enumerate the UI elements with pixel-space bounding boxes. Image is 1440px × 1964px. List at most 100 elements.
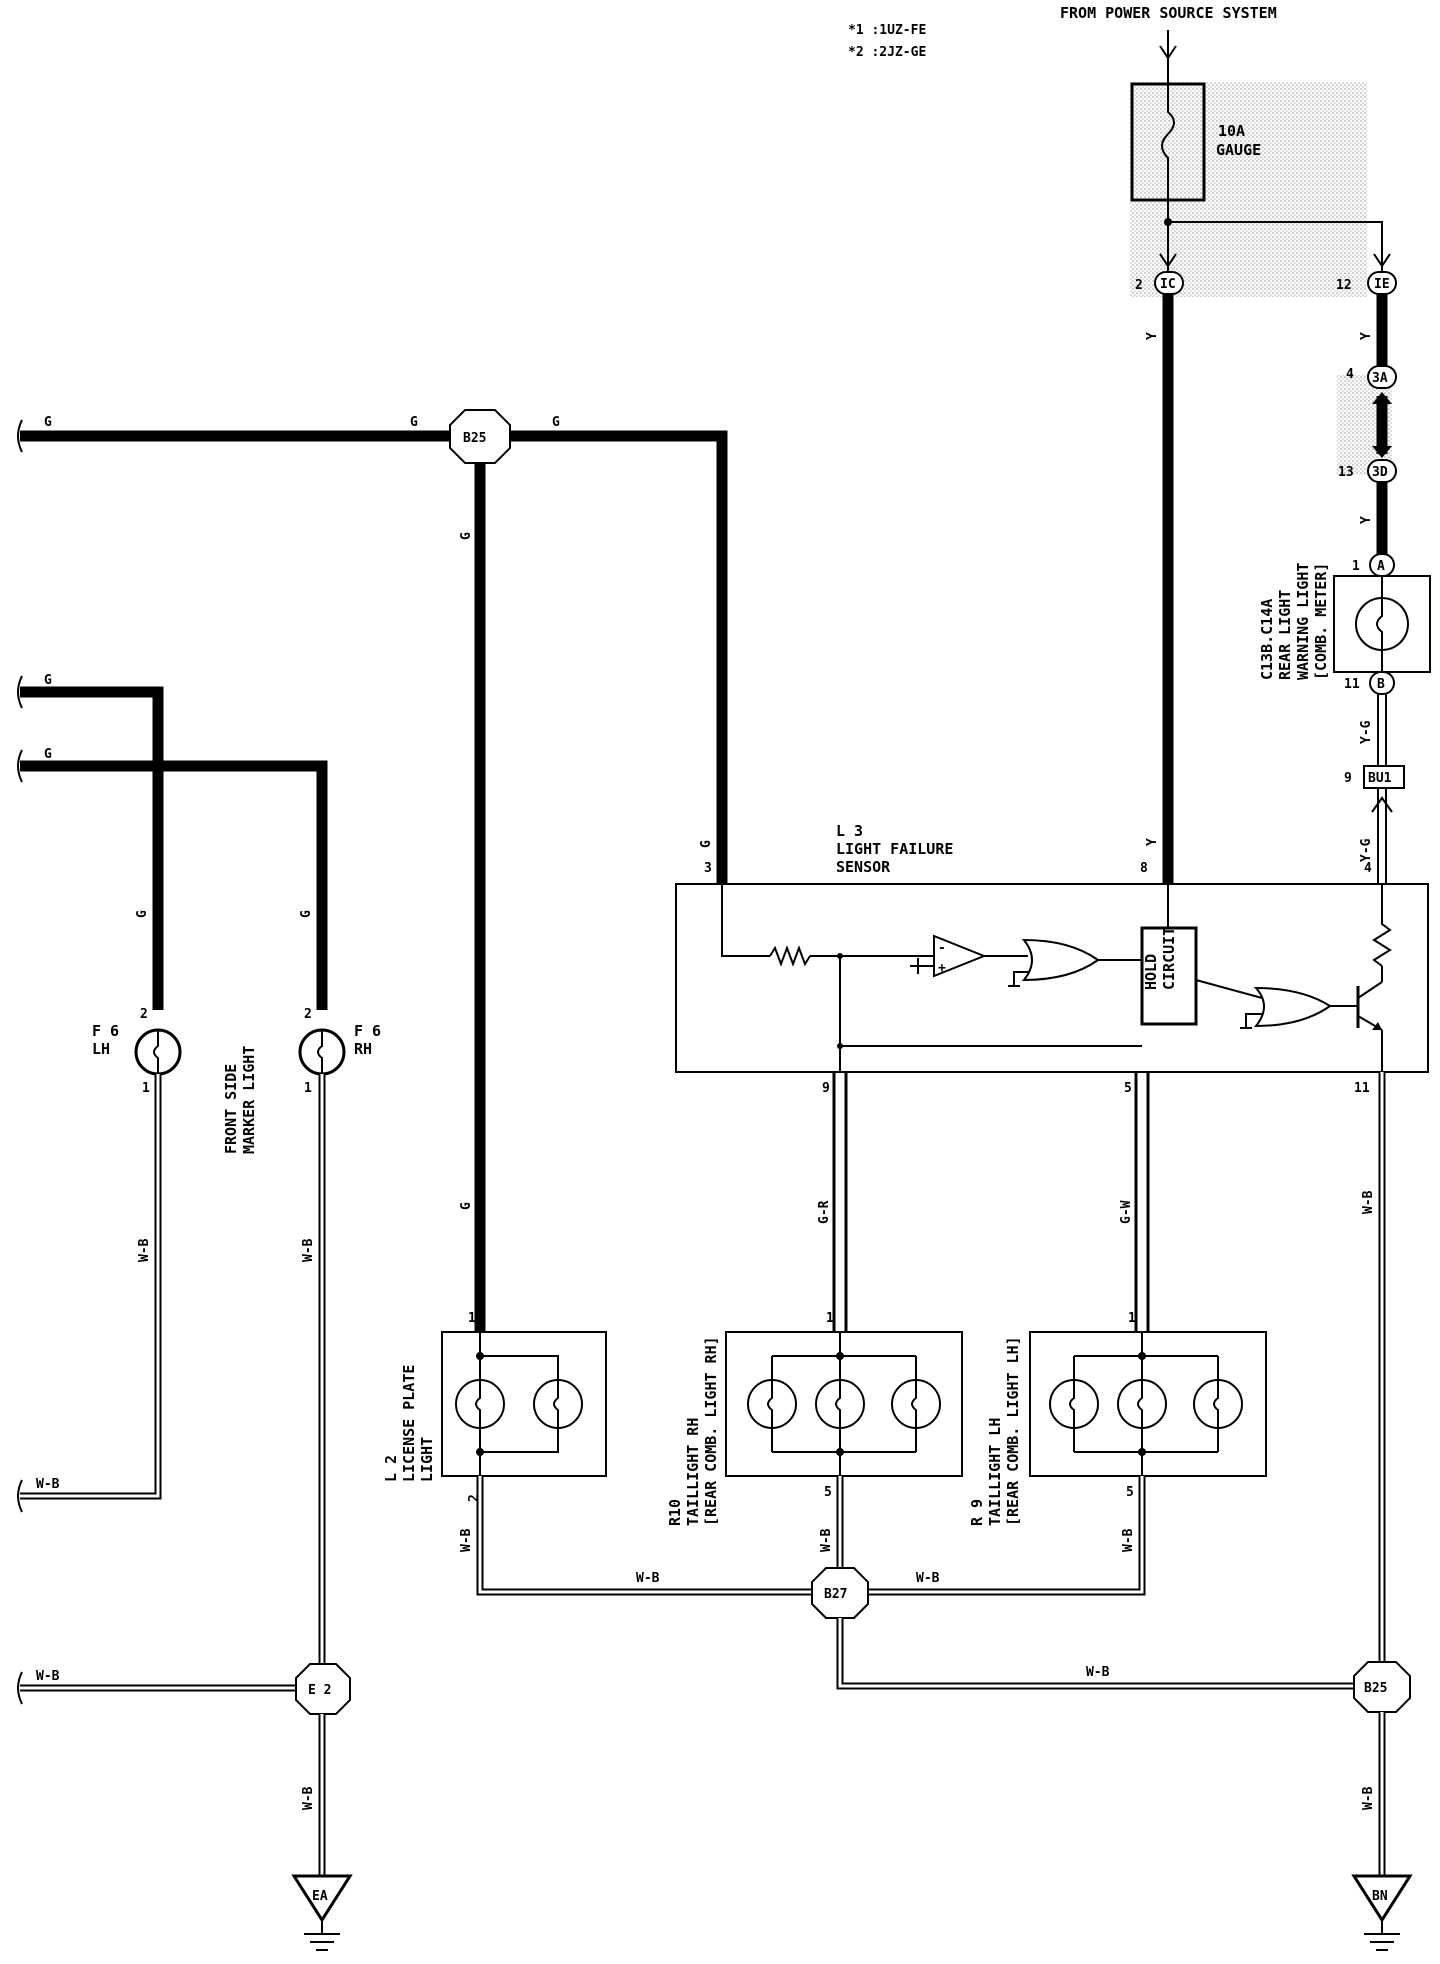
ground-ea-label: EA <box>312 1889 328 1904</box>
marker-lh-id: F 6 <box>92 1022 119 1040</box>
connector-b <box>1369 671 1395 695</box>
sensor-pin-3: 3 <box>704 861 712 876</box>
wire-g-b25-sensor <box>510 430 728 884</box>
svg-text:LICENSE PLATE: LICENSE PLATE <box>400 1365 418 1482</box>
license-pin-bottom: 2 <box>467 1494 482 1502</box>
wire-label-g-1: G <box>44 415 52 430</box>
ground-ea <box>291 1874 353 1951</box>
wire-label-wb-7: W-B <box>636 1571 660 1586</box>
svg-text:[COMB. METER]: [COMB. METER] <box>1312 563 1330 680</box>
power-input-arrow <box>1159 30 1177 86</box>
svg-text:R10: R10 <box>666 1499 684 1526</box>
wire-label-g-7: G <box>44 673 52 688</box>
svg-text:[REAR COMB. LIGHT LH]: [REAR COMB. LIGHT LH] <box>1004 1336 1022 1526</box>
wire-label-wb-3: W-B <box>301 1238 316 1262</box>
tail-rh-pin-bottom: 5 <box>824 1485 832 1500</box>
wire-label-g-9: G <box>44 747 52 762</box>
splice-e2 <box>295 1663 351 1715</box>
svg-text:+: + <box>938 961 946 976</box>
splice-b27-label: B27 <box>824 1587 847 1602</box>
connector-bu1 <box>1363 765 1405 789</box>
wire-label-wb-9: W-B <box>916 1571 940 1586</box>
wire-label-wb-11: W-B <box>1086 1665 1110 1680</box>
fuse-name: GAUGE <box>1216 141 1261 159</box>
splice-b25-top-label: B25 <box>463 431 486 446</box>
sensor-pin-8: 8 <box>1140 861 1148 876</box>
sensor-pin-4: 4 <box>1364 861 1372 876</box>
sensor-pin-9: 9 <box>822 1081 830 1096</box>
wire-label-y-4: Y <box>1145 838 1160 846</box>
tail-lh-pin-top: 1 <box>1128 1311 1136 1326</box>
connector-bu1-label: BU1 <box>1368 771 1392 786</box>
connector-ic-label: IC <box>1160 277 1176 292</box>
ground-bn <box>1351 1874 1413 1951</box>
splice-b25-top <box>449 409 511 464</box>
connector-link-3a-3d <box>1372 392 1392 458</box>
connector-3d-label: 3D <box>1372 465 1388 480</box>
splice-b27 <box>811 1567 869 1619</box>
front-marker-rh-bulb <box>298 1028 346 1076</box>
wire-label-y-2: Y <box>1359 332 1374 340</box>
wire-label-wb-6: W-B <box>459 1528 474 1552</box>
wire-label-gr: G-R <box>817 1200 832 1224</box>
wire-label-g-6: G <box>459 1202 474 1210</box>
engine-note-1: *1 :1UZ-FE <box>848 23 926 38</box>
wire-label-g-8: G <box>135 910 150 918</box>
connector-ie-pin: 12 <box>1336 278 1352 293</box>
sensor-id: L 3 <box>836 822 863 840</box>
wire-label-wb-8: W-B <box>819 1528 834 1552</box>
connector-b-pin: 11 <box>1344 677 1360 692</box>
svg-text:MARKER LIGHT: MARKER LIGHT <box>240 1046 258 1154</box>
wire-label-yg-1: Y-G <box>1359 720 1374 744</box>
wire-label-wb-12: W-B <box>1361 1190 1376 1214</box>
wire-label-wb-1: W-B <box>36 1477 60 1492</box>
wire-label-wb-13: W-B <box>1361 1786 1376 1810</box>
marker-rh-pin-top: 2 <box>304 1007 312 1022</box>
front-marker-lh-bulb <box>134 1028 182 1076</box>
marker-rh-side: RH <box>354 1040 372 1058</box>
svg-text:TAILLIGHT RH: TAILLIGHT RH <box>684 1418 702 1526</box>
wire-label-y-1: Y <box>1145 332 1160 340</box>
fuse-10a-gauge <box>1130 82 1206 202</box>
sensor-name-1: LIGHT FAILURE <box>836 840 953 858</box>
marker-lh-pin-top: 2 <box>140 1007 148 1022</box>
svg-text:R 9: R 9 <box>968 1499 986 1526</box>
hold-circuit-label-2: CIRCUIT <box>1160 927 1178 990</box>
wire-gw-sensor-tail-lh <box>1134 1072 1150 1332</box>
wire-label-g-5: G <box>459 532 474 540</box>
svg-text:REAR LIGHT: REAR LIGHT <box>1276 590 1294 680</box>
wire-label-wb-4: W-B <box>36 1669 60 1684</box>
connector-3a <box>1367 365 1397 389</box>
ground-bn-label: BN <box>1372 1889 1388 1904</box>
taillight-rh <box>725 1331 963 1477</box>
svg-text:L 2: L 2 <box>382 1455 400 1482</box>
sensor-pin-11: 11 <box>1354 1081 1370 1096</box>
wire-label-g-4: G <box>699 840 714 848</box>
light-failure-sensor: - + <box>675 883 1429 1073</box>
taillight-lh <box>1029 1331 1267 1477</box>
svg-text:-: - <box>938 941 946 956</box>
front-marker-label: FRONT SIDE MARKER LIGHT <box>222 1046 258 1154</box>
marker-lh-side: LH <box>92 1040 110 1058</box>
sensor-name-2: SENSOR <box>836 858 891 876</box>
wire-label-y-3: Y <box>1359 516 1374 524</box>
hold-circuit-label-1: HOLD <box>1142 954 1160 990</box>
svg-text:C13B.C14A: C13B.C14A <box>1258 599 1276 680</box>
marker-lh-pin-bottom: 1 <box>142 1081 150 1096</box>
wire-wb-marker-lh <box>20 1074 162 1500</box>
splice-e2-label: E 2 <box>308 1683 331 1698</box>
splice-b25-bottom <box>1353 1661 1411 1713</box>
wire-g-marker-rh <box>20 760 328 1010</box>
marker-rh-pin-bottom: 1 <box>304 1081 312 1096</box>
connector-a-pin: 1 <box>1352 559 1360 574</box>
license-pin-top: 1 <box>468 1311 476 1326</box>
wire-label-yg-2: Y-G <box>1359 838 1374 862</box>
wire-label-g-3: G <box>552 415 560 430</box>
meter-label: C13B.C14A REAR LIGHT WARNING LIGHT [COMB… <box>1258 563 1330 680</box>
connector-ic-pin: 2 <box>1135 278 1143 293</box>
license-plate-light <box>441 1331 607 1477</box>
connector-a-label: A <box>1377 559 1385 574</box>
fuse-rating: 10A <box>1218 122 1245 140</box>
connector-3a-label: 3A <box>1372 371 1388 386</box>
splice-b25-bottom-label: B25 <box>1364 1681 1387 1696</box>
